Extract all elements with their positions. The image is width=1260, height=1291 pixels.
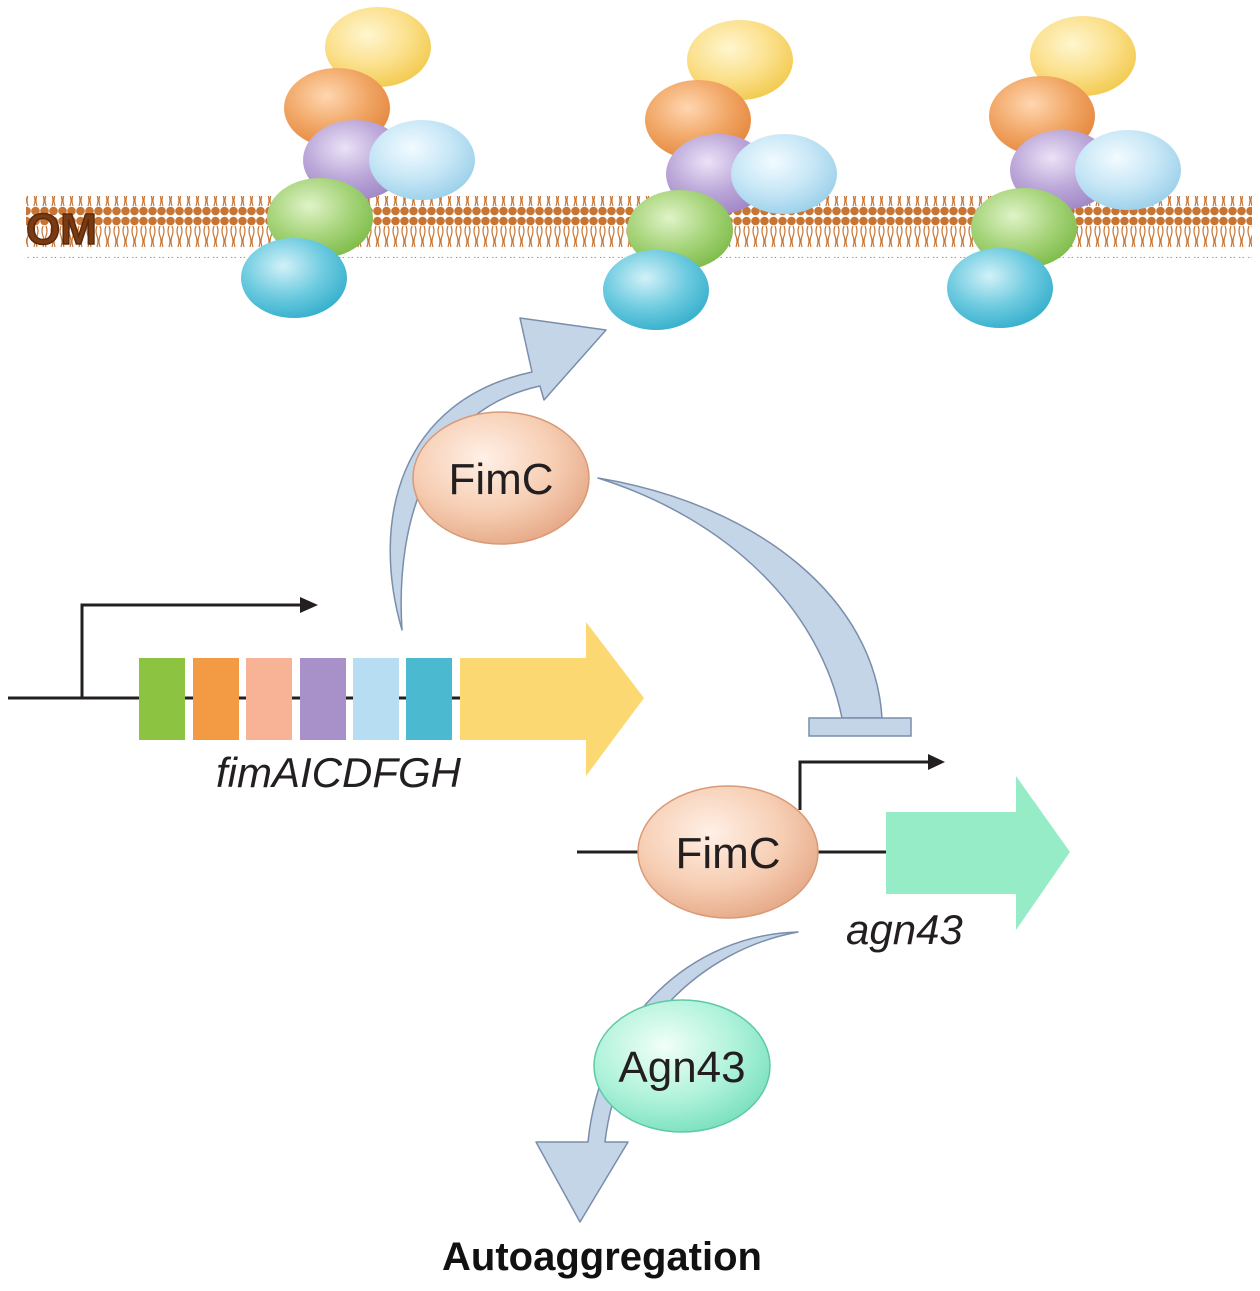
membrane-label: OM	[26, 205, 97, 254]
pilus-subunit-yellow	[687, 20, 793, 100]
pilus-subunit-lightblue	[731, 134, 837, 214]
pilus-subunit-green	[267, 178, 373, 258]
pilus-subunit-lightblue	[369, 120, 475, 200]
gene-arrow-fimH	[460, 622, 644, 776]
pilus-subunit-green	[971, 188, 1077, 268]
fim-operon: fimAICDFGH	[8, 597, 644, 796]
autoaggregation-arrow	[535, 931, 799, 1223]
fim-operon-label: fimAICDFGH	[216, 749, 462, 796]
repression-arrow	[597, 477, 883, 719]
fimc-label: FimC	[675, 829, 780, 878]
gene-block-fimI	[193, 658, 239, 740]
agn43-promoter-arrow	[798, 760, 930, 810]
gene-block-fimC	[246, 658, 292, 740]
pilus-subunit-yellow	[1030, 16, 1136, 96]
fim-pilus-3	[947, 16, 1181, 328]
outcome-label: Autoaggregation	[442, 1235, 762, 1279]
pilus-subunit-cyan	[603, 250, 709, 330]
agn43-protein: Agn43	[593, 999, 771, 1133]
promoter-arrow	[80, 603, 305, 698]
pilus-subunit-green	[627, 190, 733, 270]
agn43-protein-label: Agn43	[618, 1043, 745, 1092]
gene-block-fimA	[139, 658, 185, 740]
agn43-locus: agn43	[577, 754, 1070, 953]
gene-block-fimD	[300, 658, 346, 740]
pilus-subunit-yellow	[325, 7, 431, 87]
fimc-label: FimC	[448, 455, 553, 504]
pilus-subunit-cyan	[947, 248, 1053, 328]
promoter-arrowhead	[300, 597, 318, 613]
pilus-subunit-cyan	[241, 238, 347, 318]
agn43-gene-label: agn43	[846, 906, 963, 953]
fimc-protein-top: FimC	[412, 411, 590, 545]
pilus-subunit-lightblue	[1075, 130, 1181, 210]
fim-pilus-1	[241, 7, 475, 318]
fimc-protein-bound: FimC	[637, 785, 819, 919]
gene-arrow-agn43	[886, 776, 1070, 930]
assembly-arrow	[389, 317, 607, 631]
agn43-promoter-arrowhead	[928, 754, 945, 770]
repression-bar	[808, 717, 912, 737]
fim-pilus-2	[603, 20, 837, 330]
gene-block-fimF	[353, 658, 399, 740]
gene-block-fimG	[406, 658, 452, 740]
